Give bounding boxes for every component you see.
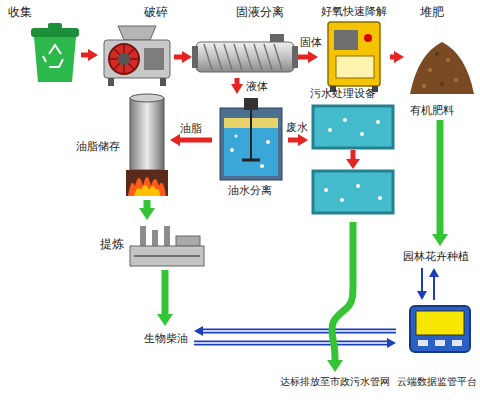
edge-label: 废水 xyxy=(286,121,308,134)
grease-tank xyxy=(126,94,168,196)
flow-arrow xyxy=(298,55,308,60)
flow-arrow xyxy=(180,138,212,143)
compost-step: 堆肥有机肥料 xyxy=(404,2,478,120)
flow-connector xyxy=(332,222,353,360)
oil-water-step: 油水分离 xyxy=(212,94,288,198)
flow-connector xyxy=(180,140,212,141)
discharge-output: 达标排放至市政污水管网 xyxy=(272,372,398,392)
double-line-core xyxy=(194,342,387,344)
node-label: 污水处理设备 xyxy=(310,87,396,100)
node-label: 油水分离 xyxy=(212,184,288,197)
monitoring-terminal xyxy=(410,306,470,352)
sewage-tanks xyxy=(313,106,393,213)
flow-connector xyxy=(165,270,166,314)
node-label: 生物柴油 xyxy=(138,332,194,345)
refinery-plant xyxy=(130,226,204,266)
node-label: 堆肥 xyxy=(420,5,460,19)
node-label: 破碎 xyxy=(144,5,174,19)
sewage-treatment: 污水处理设备 xyxy=(308,84,398,222)
flow-arrow xyxy=(390,55,394,60)
oil-water-separator xyxy=(220,98,282,180)
flow-arrow xyxy=(162,270,169,314)
flow-arrow xyxy=(332,222,353,360)
flow-arrow xyxy=(144,200,151,208)
flow-connector xyxy=(203,331,396,332)
flow-connector xyxy=(174,57,182,58)
edge-label: 固体 xyxy=(300,36,322,49)
flow-arrow xyxy=(437,120,444,234)
flow-connector xyxy=(422,268,423,291)
flow-arrow xyxy=(421,268,423,291)
edge-label: 液体 xyxy=(246,80,268,93)
flow-connector xyxy=(434,277,435,300)
flow-connector xyxy=(147,200,148,208)
node-label: 固液分离 xyxy=(236,5,296,19)
cloud-platform: 云端数据监管平台 xyxy=(396,300,478,392)
node-label: 云端数据监管平台 xyxy=(396,376,478,388)
node-label: 好氧快速降解 xyxy=(318,5,390,18)
node-label: 园林花卉种植 xyxy=(396,250,476,263)
flow-arrow xyxy=(194,341,387,346)
compost-pile xyxy=(410,42,474,94)
flow-connector xyxy=(237,78,238,84)
collection-step: 收集 xyxy=(5,2,81,84)
refining-step: 提炼 xyxy=(100,220,206,270)
flow-connector xyxy=(298,57,308,58)
double-line-core xyxy=(203,330,396,332)
flow-connector xyxy=(81,55,88,56)
planting-output: 园林花卉种植 xyxy=(396,246,476,268)
node-label: 油脂储存 xyxy=(76,140,124,153)
flow-connector xyxy=(288,140,298,141)
aerobic-digester xyxy=(328,22,380,92)
node-label: 提炼 xyxy=(100,237,130,251)
flow-connector xyxy=(440,120,441,234)
degradation-step: 好氧快速降解 xyxy=(318,2,390,94)
node-label: 有机肥料 xyxy=(410,104,470,117)
crusher-machine xyxy=(104,26,170,86)
separation-step: 固液分离 xyxy=(192,2,298,78)
node-label: 达标排放至市政污水管网 xyxy=(272,376,398,388)
flow-connector xyxy=(390,57,394,58)
edge-label: 油脂 xyxy=(180,122,202,135)
node-label: 收集 xyxy=(8,5,48,19)
flow-arrow xyxy=(433,277,435,300)
grease-storage: 油脂储存 xyxy=(76,88,170,200)
screw-separator xyxy=(192,34,298,72)
flow-arrow xyxy=(288,138,298,143)
waste-bin xyxy=(31,23,79,82)
flow-arrow xyxy=(81,53,88,58)
biodiesel-output: 生物柴油 xyxy=(138,326,194,350)
flow-arrow xyxy=(174,55,182,60)
crushing-step: 破碎 xyxy=(98,2,174,88)
flow-connector xyxy=(194,343,387,344)
flow-arrow xyxy=(235,78,240,84)
flow-arrow xyxy=(203,329,396,334)
